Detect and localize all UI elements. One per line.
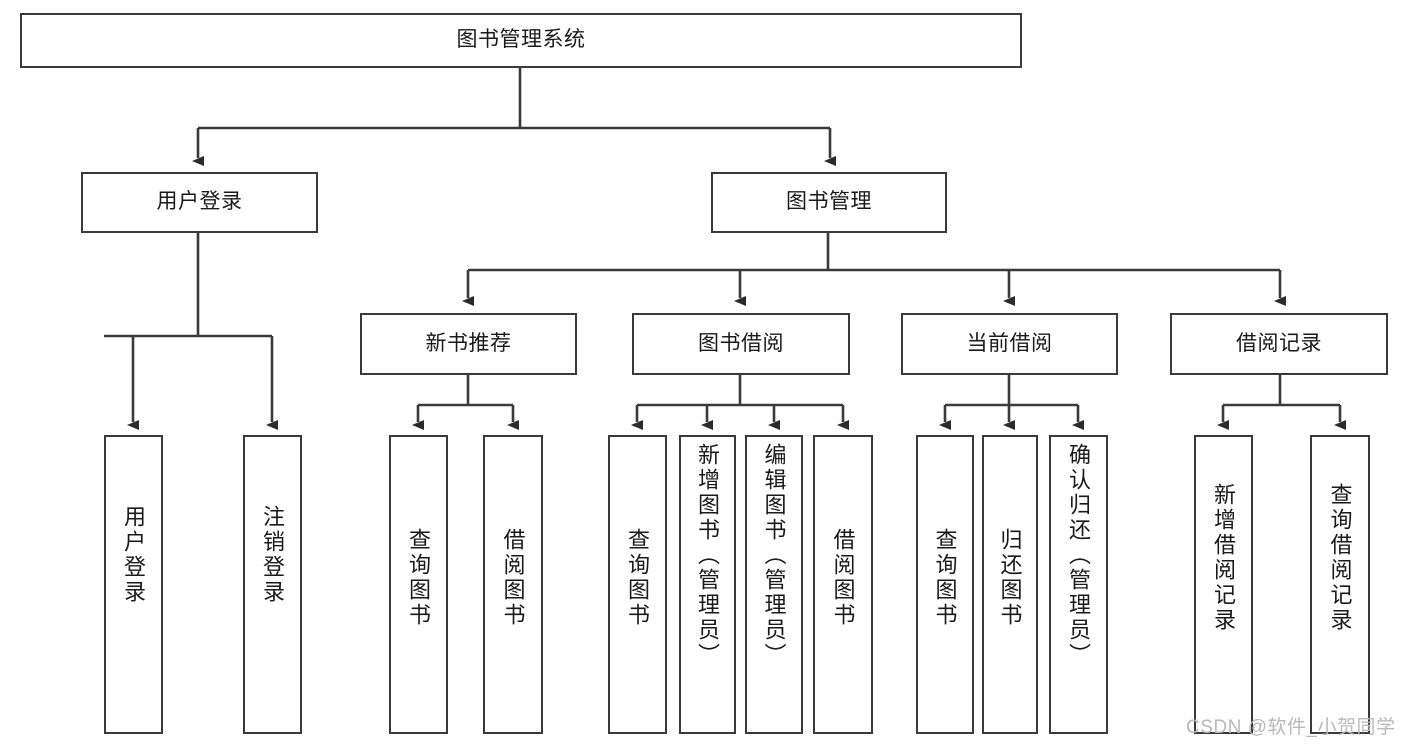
leaf-new-book-borrow-books[interactable]: 借阅图书 — [483, 435, 543, 734]
node-label: 查询借阅记录 — [1327, 483, 1353, 633]
leaf-user-login-logout[interactable]: 注销登录 — [243, 435, 302, 734]
watermark: CSDN @软件_小贺同学 — [1186, 717, 1396, 738]
node-new-book-recommend[interactable]: 新书推荐 — [360, 313, 577, 375]
leaf-book-borrow-add-book-admin[interactable]: 新增图书（管理员） — [679, 435, 736, 734]
node-label: 确认归还（管理员） — [1066, 443, 1092, 668]
leaf-current-borrow-return-books[interactable]: 归还图书 — [982, 435, 1038, 734]
node-label: 查询图书 — [932, 528, 958, 628]
leaf-new-book-query-books[interactable]: 查询图书 — [389, 435, 448, 734]
node-label: 用户登录 — [156, 190, 243, 214]
node-label: 新增图书（管理员） — [695, 443, 721, 668]
node-label: 新增借阅记录 — [1211, 483, 1237, 633]
node-label: 借阅图书 — [830, 528, 856, 628]
leaf-current-borrow-query-books[interactable]: 查询图书 — [916, 435, 974, 734]
node-label: 查询图书 — [406, 528, 432, 628]
node-label: 图书管理 — [786, 190, 872, 214]
node-book-borrow[interactable]: 图书借阅 — [632, 313, 850, 375]
leaf-book-borrow-query-books[interactable]: 查询图书 — [608, 435, 667, 734]
node-label: 归还图书 — [997, 528, 1023, 628]
node-label: 图书管理系统 — [456, 28, 586, 52]
node-label: 注销登录 — [260, 505, 286, 605]
leaf-book-borrow-borrow-books[interactable]: 借阅图书 — [813, 435, 873, 734]
node-label: 借阅图书 — [500, 528, 526, 628]
node-user-login[interactable]: 用户登录 — [81, 172, 318, 233]
node-label: 用户登录 — [121, 505, 147, 605]
leaf-current-borrow-confirm-return-admin[interactable]: 确认归还（管理员） — [1049, 435, 1108, 734]
leaf-book-borrow-edit-book-admin[interactable]: 编辑图书（管理员） — [745, 435, 803, 734]
node-label: 查询图书 — [625, 528, 651, 628]
node-label: 编辑图书（管理员） — [761, 443, 787, 668]
node-label: 图书借阅 — [698, 331, 784, 355]
leaf-borrow-record-query-record[interactable]: 查询借阅记录 — [1310, 435, 1370, 734]
node-root-system[interactable]: 图书管理系统 — [20, 13, 1022, 68]
node-label: 新书推荐 — [425, 331, 512, 355]
leaf-borrow-record-add-record[interactable]: 新增借阅记录 — [1194, 435, 1253, 734]
node-book-management[interactable]: 图书管理 — [711, 172, 947, 233]
node-label: 借阅记录 — [1236, 331, 1322, 355]
leaf-user-login-login[interactable]: 用户登录 — [104, 435, 163, 734]
node-borrow-record[interactable]: 借阅记录 — [1170, 313, 1388, 375]
node-current-borrow[interactable]: 当前借阅 — [901, 313, 1118, 375]
node-label: 当前借阅 — [966, 331, 1053, 355]
